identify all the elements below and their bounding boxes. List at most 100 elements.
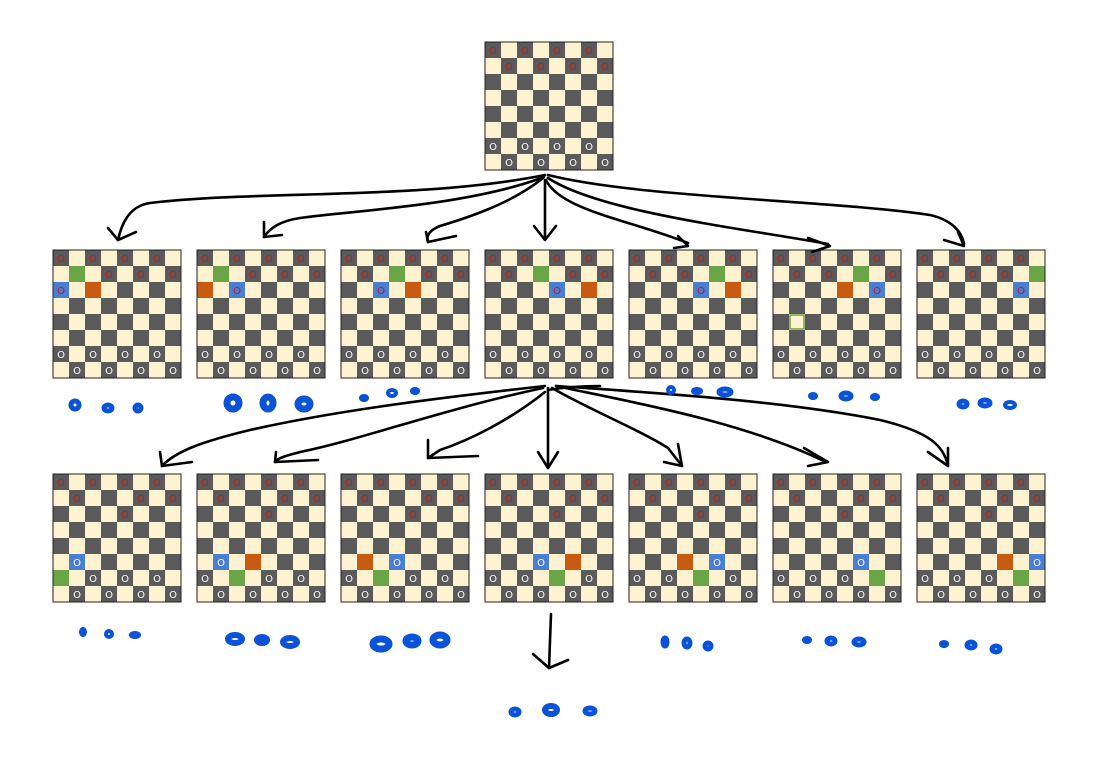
board-square: [1029, 250, 1045, 266]
red-piece: O: [601, 62, 609, 73]
white-piece: O: [265, 350, 273, 361]
board-square: [501, 554, 517, 570]
board-square: [117, 538, 133, 554]
board-square: [629, 586, 645, 602]
board-square: [389, 314, 405, 330]
board-square: [453, 474, 469, 490]
red-piece: O: [89, 254, 97, 265]
white-piece: O: [889, 590, 897, 601]
board-square: [837, 266, 853, 282]
board-square: [981, 362, 997, 378]
red-piece: O: [281, 270, 289, 281]
red-piece: O: [489, 254, 497, 265]
board-square: [277, 522, 293, 538]
white-piece: O: [825, 366, 833, 377]
annotation-mark: [838, 390, 854, 402]
board-square: [661, 506, 677, 522]
red-piece: O: [201, 478, 209, 489]
board-square: [581, 586, 597, 602]
white-piece: O: [809, 350, 817, 361]
board-square: [197, 586, 213, 602]
board-square: [245, 282, 261, 298]
board-square: [997, 298, 1013, 314]
board-square: [277, 570, 293, 586]
board-square: [389, 298, 405, 314]
board-square: [837, 538, 853, 554]
board-square: [597, 538, 613, 554]
board-square: [981, 266, 997, 282]
board-square: [149, 586, 165, 602]
red-piece: O: [857, 494, 865, 505]
board-square: [101, 570, 117, 586]
white-piece: O: [1033, 590, 1041, 601]
red-piece: O: [105, 270, 113, 281]
white-piece: O: [105, 366, 113, 377]
board-square: [821, 538, 837, 554]
board-square: [85, 506, 101, 522]
board-square: [981, 522, 997, 538]
board-square: [597, 298, 613, 314]
board-square: [517, 538, 533, 554]
board-square: [277, 330, 293, 346]
white-piece: O: [665, 574, 673, 585]
white-piece: O: [217, 590, 225, 601]
board-square: [837, 474, 853, 490]
board-square: [965, 490, 981, 506]
board-square: [1029, 586, 1045, 602]
red-piece: O: [153, 478, 161, 489]
board-border: [772, 249, 902, 379]
board-square: [133, 490, 149, 506]
board-square: [69, 474, 85, 490]
board-square: [549, 346, 565, 362]
board-square: [949, 362, 965, 378]
board-square: [485, 474, 501, 490]
board-square: [533, 474, 549, 490]
board-square: [789, 330, 805, 346]
white-piece: O: [345, 574, 353, 585]
board-square: [421, 586, 437, 602]
red-piece: O: [697, 478, 705, 489]
red-piece: O: [265, 510, 273, 521]
board-square: [549, 122, 565, 138]
board-moved-piece-square: [853, 554, 869, 570]
board-square: [341, 298, 357, 314]
board-square: [773, 250, 789, 266]
board-square: [245, 266, 261, 282]
board-square: [661, 554, 677, 570]
white-piece: O: [217, 366, 225, 377]
board-square: [949, 506, 965, 522]
board-square: [245, 506, 261, 522]
white-piece: O: [793, 590, 801, 601]
white-piece: O: [1017, 350, 1025, 361]
white-piece: O: [537, 158, 545, 169]
board-square: [645, 506, 661, 522]
board-square: [453, 282, 469, 298]
board-square: [517, 138, 533, 154]
white-piece: O: [313, 590, 321, 601]
board-square: [869, 474, 885, 490]
board-square: [261, 282, 277, 298]
board-from-square: [53, 570, 69, 586]
board-square: [645, 474, 661, 490]
board-square: [661, 490, 677, 506]
board-square: [277, 266, 293, 282]
annotation-mark: [280, 635, 300, 649]
board-square: [725, 298, 741, 314]
board-square: [629, 250, 645, 266]
board-square: [965, 538, 981, 554]
board-square: [741, 250, 757, 266]
board-moved-piece-square: [373, 282, 389, 298]
board-square: [277, 250, 293, 266]
board-square: [229, 522, 245, 538]
board-square: [357, 570, 373, 586]
board-square: [773, 298, 789, 314]
white-piece: O: [1001, 590, 1009, 601]
board-square: [373, 490, 389, 506]
board-square: [773, 330, 789, 346]
board-square: [501, 298, 517, 314]
board-square: [517, 42, 533, 58]
board-square: [549, 58, 565, 74]
red-piece: O: [553, 286, 561, 297]
